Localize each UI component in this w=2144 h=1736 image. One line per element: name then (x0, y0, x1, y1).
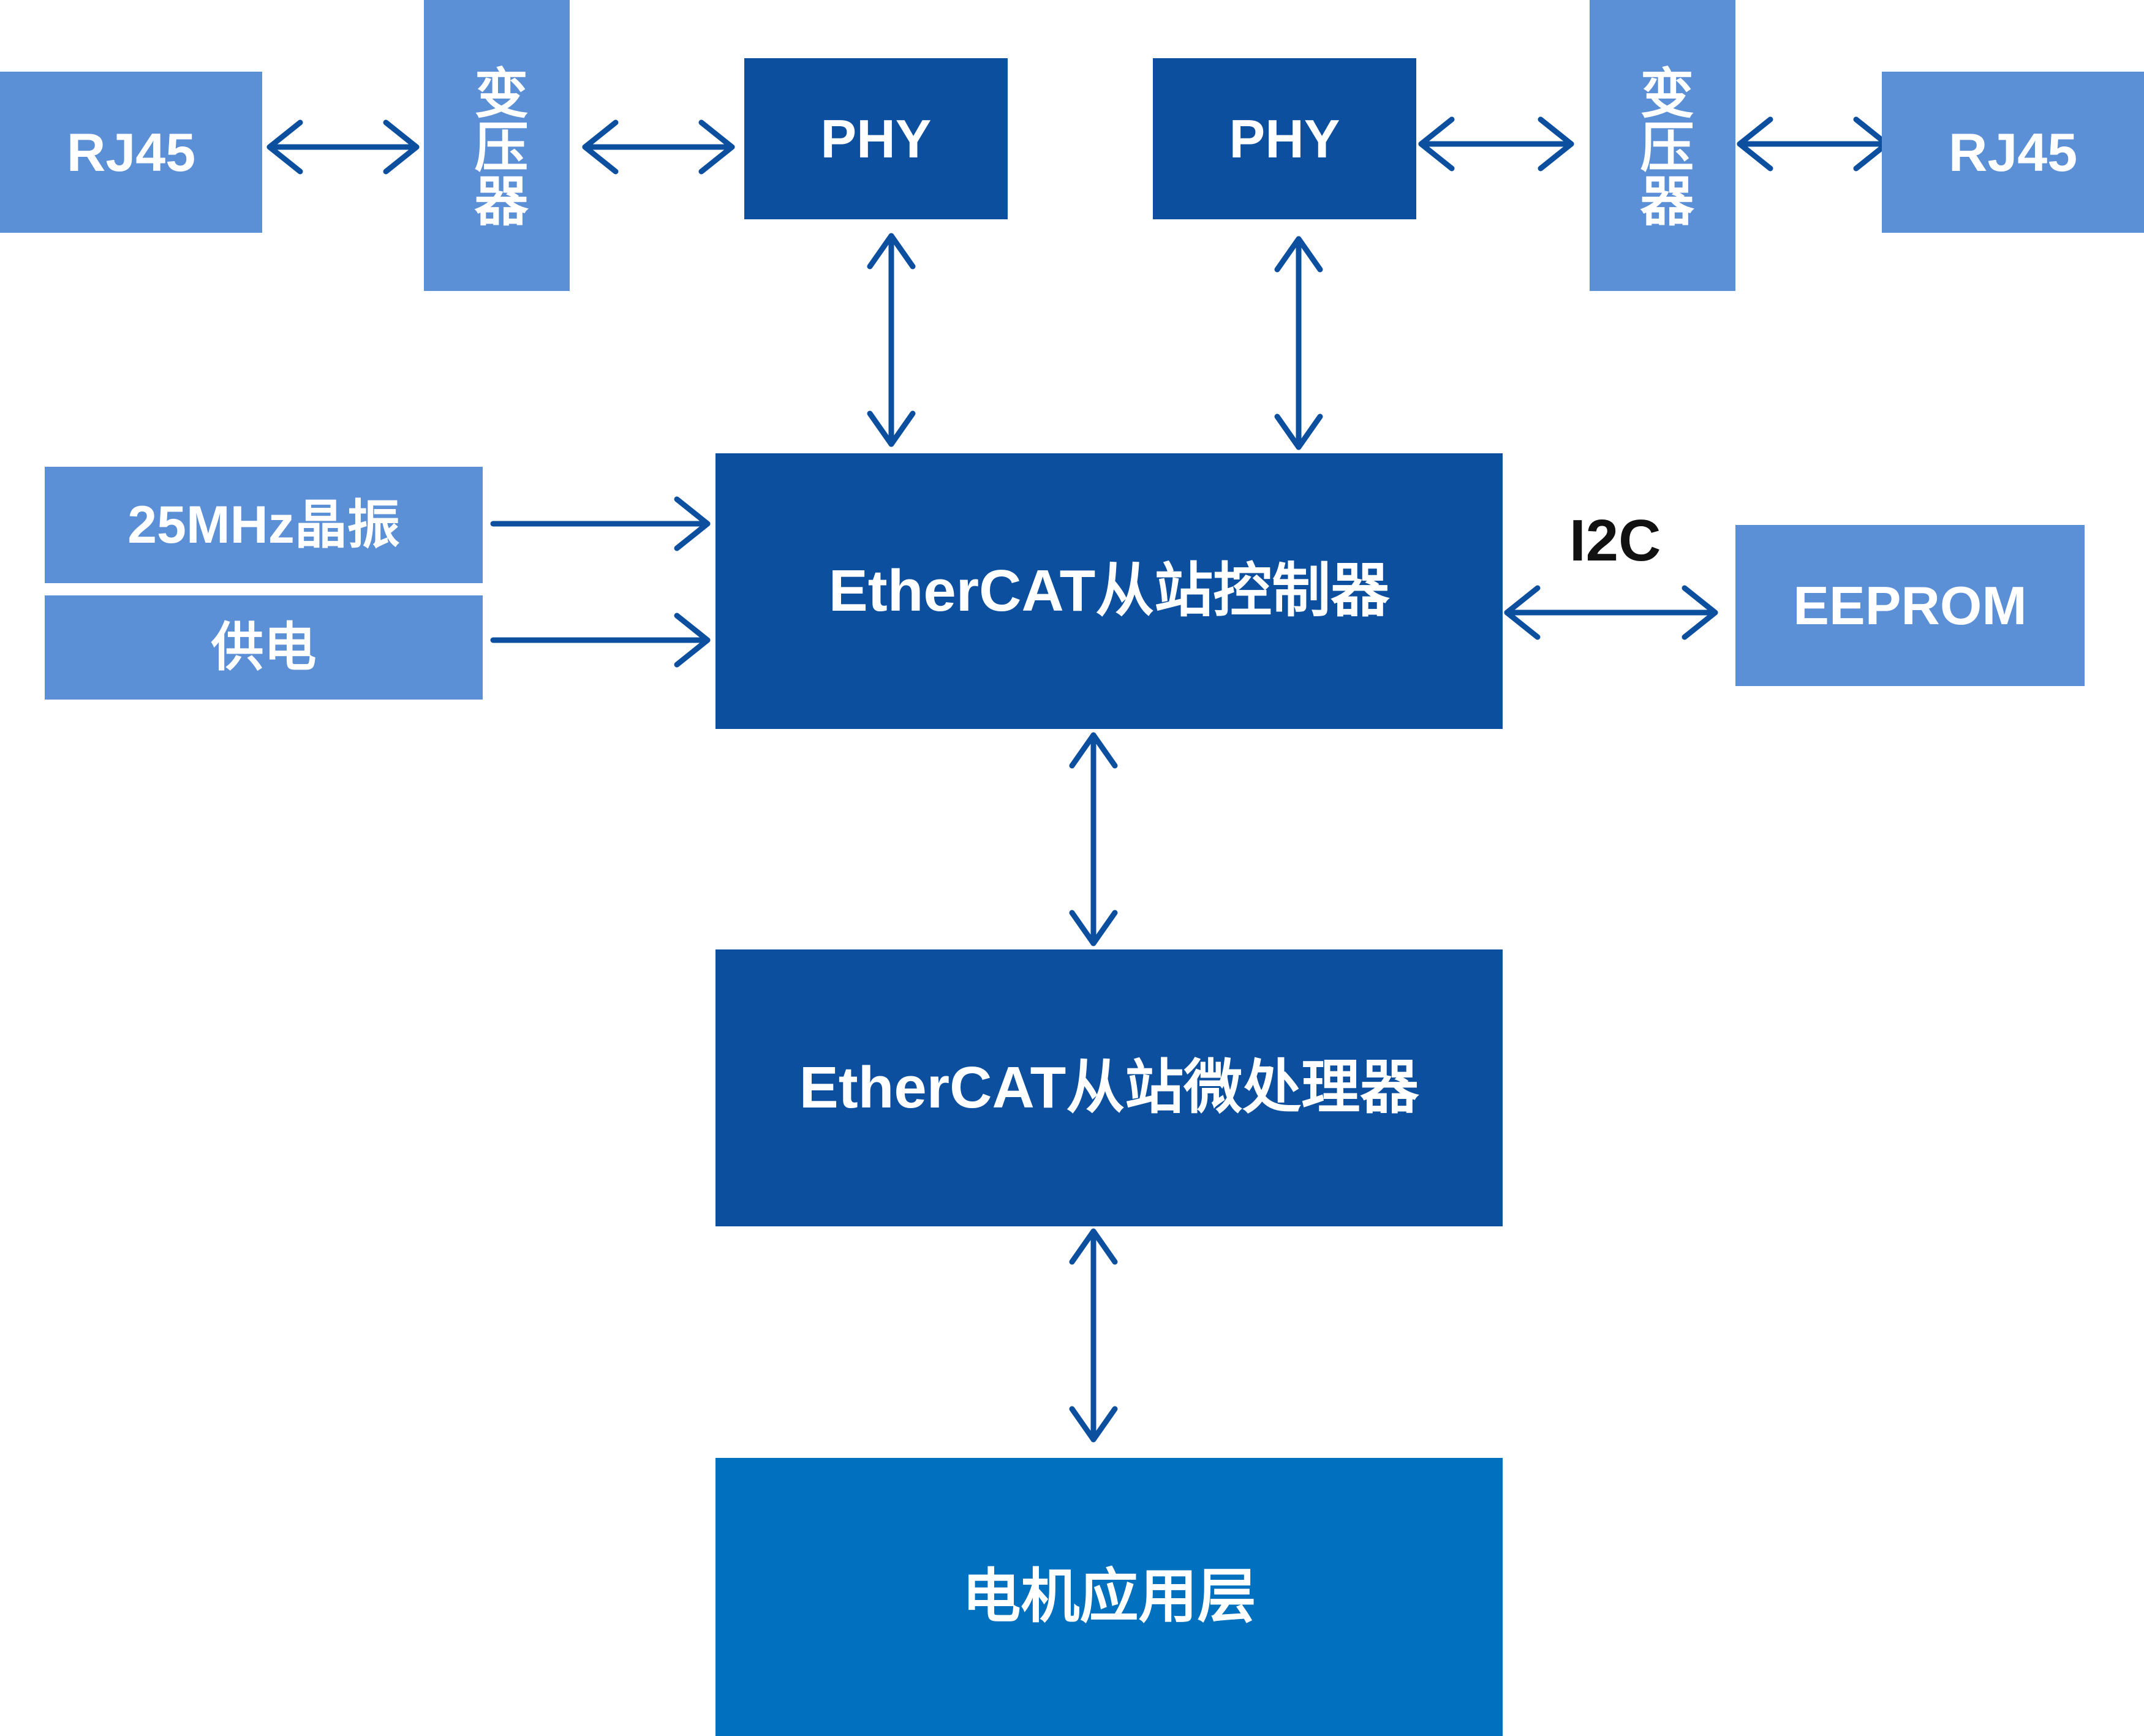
edge-phy-left-controller (867, 233, 916, 447)
node-transformer-right-label: 变压器 (1633, 64, 1693, 227)
node-transformer-left-label: 变压器 (467, 64, 527, 227)
node-phy-right: PHY (1153, 58, 1416, 219)
edge-power-controller (490, 613, 711, 668)
node-rj45-right-label: RJ45 (1948, 121, 2078, 183)
edge-transformer-right-rj45-right (1737, 116, 1890, 172)
node-controller-label: EtherCAT从站控制器 (828, 558, 1390, 624)
node-power-label: 供电 (211, 618, 317, 677)
edge-phy-right-controller (1274, 236, 1323, 450)
edge-controller-microprocessor (1069, 732, 1118, 946)
node-crystal: 25MHz晶振 (45, 467, 483, 583)
node-rj45-left-label: RJ45 (66, 121, 196, 183)
edge-controller-eeprom (1504, 585, 1718, 640)
edge-transformer-left-phy-left (582, 119, 735, 175)
edge-microprocessor-motor-app (1069, 1228, 1118, 1443)
node-transformer-right: 变压器 (1590, 0, 1735, 291)
edge-label-i2c: I2C (1569, 507, 1661, 575)
node-microprocessor: EtherCAT从站微处理器 (715, 949, 1503, 1226)
node-crystal-label: 25MHz晶振 (127, 496, 400, 554)
node-motor-app-label: 电机应用层 (962, 1564, 1256, 1629)
node-phy-left-label: PHY (820, 108, 932, 169)
edge-phy-right-transformer-right (1418, 116, 1574, 172)
node-phy-left: PHY (744, 58, 1008, 219)
node-motor-app: 电机应用层 (715, 1458, 1503, 1736)
node-phy-right-label: PHY (1229, 108, 1340, 169)
node-controller: EtherCAT从站控制器 (715, 453, 1503, 729)
edge-rj45-left-transformer-left (266, 119, 420, 175)
node-rj45-right: RJ45 (1882, 72, 2144, 233)
node-eeprom-label: EEPROM (1793, 575, 2027, 636)
node-power: 供电 (45, 595, 483, 700)
node-microprocessor-label: EtherCAT从站微处理器 (799, 1055, 1419, 1120)
node-transformer-left: 变压器 (424, 0, 570, 291)
node-eeprom: EEPROM (1735, 525, 2085, 686)
node-rj45-left: RJ45 (0, 72, 262, 233)
edge-crystal-controller (490, 496, 711, 551)
edge-label-i2c-text: I2C (1569, 508, 1661, 573)
